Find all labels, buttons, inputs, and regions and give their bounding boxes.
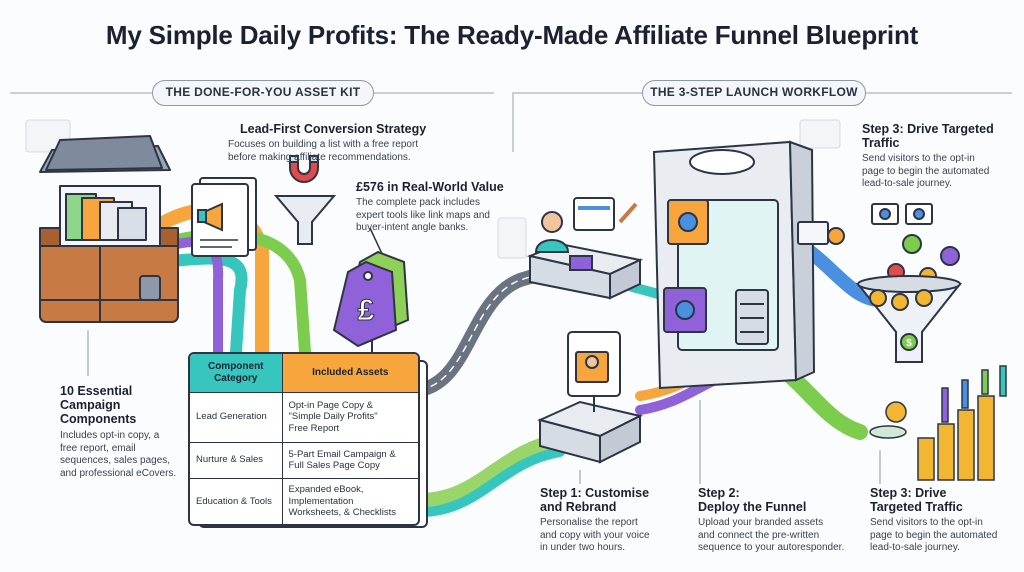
asset-line: Implementation (288, 495, 354, 507)
pound-symbol: £ (358, 294, 375, 327)
asset-line: 5-Part Email Campaign & (288, 448, 396, 460)
callout-step2-line: sequence to your autoresponder. (698, 542, 845, 553)
callout-value-line: buyer-intent angle banks. (356, 222, 469, 233)
megaphone-document-icon (191, 177, 257, 257)
callout-step2-line: Upload your branded assets (698, 517, 824, 528)
asset-line: Free Report (288, 422, 340, 434)
treasure-chest-icon (39, 135, 179, 323)
callout-strategy-title: Lead-First Conversion Strategy (240, 122, 427, 136)
callout-step1-line: Personalise the report (540, 517, 638, 528)
sales-funnel-icon: $ (855, 275, 963, 363)
table-header-assets: Included Assets (282, 354, 418, 392)
callout-step1-line: in under two hours. (540, 542, 626, 553)
callout-traffic-top-line: page to begin the automated (862, 165, 990, 177)
callout-traffic-top-line: Send visitors to the opt-in (862, 153, 975, 164)
callout-step3-title: Targeted Traffic (870, 500, 963, 514)
callout-value: £576 in Real-World Value The complete pa… (356, 180, 506, 235)
magnet-funnel-icon (273, 155, 337, 245)
callout-step1: Step 1: Customise and Rebrand Personalis… (540, 486, 680, 555)
asset-line: Opt-in Page Copy & (288, 399, 374, 411)
callout-components-line: sequences, sales pages, (60, 455, 171, 466)
callout-value-line: expert tools like link maps and (356, 209, 490, 221)
callout-step3-line: page to begin the automated (870, 529, 998, 541)
table-row: Lead Generation Opt-in Page Copy & "Simp… (190, 391, 418, 442)
coin-stacks-icon (869, 365, 1007, 481)
callout-strategy: Lead-First Conversion Strategy Focuses o… (228, 122, 458, 164)
callout-step1-title: Step 1: Customise (540, 486, 650, 500)
asset-line: "Simple Daily Profits" (288, 411, 378, 423)
table-cell-category: Nurture & Sales (190, 441, 283, 478)
callout-step3-line: Send visitors to the opt-in (870, 517, 983, 528)
callout-value-line: The complete pack includes (356, 197, 480, 208)
callout-components-line: and professional eCovers. (60, 467, 177, 479)
table-header-category: Component Category (190, 354, 283, 392)
table-cell-category: Education & Tools (190, 477, 283, 524)
callout-step1-title: and Rebrand (540, 500, 617, 514)
asset-line: Worksheets, & Checklists (288, 507, 397, 518)
callout-value-title: £576 in Real-World Value (356, 180, 504, 194)
table-cell-category: Lead Generation (190, 391, 283, 442)
page-title: My Simple Daily Profits: The Ready-Made … (105, 20, 919, 50)
callout-traffic-top-title: Step 3: Drive Targeted (862, 122, 994, 136)
section-vertical-rule (512, 92, 514, 152)
callout-components-line: Includes opt-in copy, a (60, 430, 160, 441)
section-pill-launch-workflow: THE 3-STEP LAUNCH WORKFLOW (642, 80, 866, 106)
callout-strategy-line: Focuses on building a list with a free r… (228, 139, 419, 150)
table-cell-assets: Opt-in Page Copy & "Simple Daily Profits… (282, 391, 418, 442)
callout-strategy-line: before making affiliate recommendations. (228, 151, 411, 163)
callout-step2-line: and connect the pre-written (698, 529, 820, 541)
callout-components: 10 Essential Campaign Components Include… (60, 384, 190, 480)
component-table: Component Category Included Assets Lead … (188, 352, 420, 526)
table-cell-assets: Expanded eBook, Implementation Worksheet… (282, 477, 418, 524)
asset-line: Full Sales Page Copy (288, 460, 380, 471)
callout-components-line: free report, email (60, 442, 136, 454)
callout-step3-title: Step 3: Drive (870, 486, 947, 500)
callout-leader-lines (87, 330, 881, 484)
monitor-station-icon (537, 331, 643, 464)
table-row: Education & Tools Expanded eBook, Implem… (190, 477, 418, 524)
callout-step3-line: lead-to-sale journey. (870, 542, 960, 553)
callout-step2-title: Step 2: (698, 486, 740, 500)
asset-line: Expanded eBook, (288, 484, 364, 495)
callout-components-title: Campaign (60, 398, 121, 412)
traffic-visitor-icons (827, 203, 960, 285)
callout-step2: Step 2: Deploy the Funnel Upload your br… (698, 486, 858, 555)
callout-components-title: Components (60, 412, 137, 426)
price-tag-icon: £ (332, 227, 410, 348)
callout-step3: Step 3: Drive Targeted Traffic Send visi… (870, 486, 1020, 555)
callout-traffic-top: Step 3: Drive Targeted Traffic Send visi… (862, 122, 1020, 191)
callout-step1-line: and copy with your voice (540, 529, 650, 541)
server-tower-icon (652, 140, 829, 390)
dollar-symbol: $ (906, 338, 912, 349)
callout-components-title: 10 Essential (60, 384, 133, 398)
callout-step2-title: Deploy the Funnel (698, 500, 807, 514)
table-row: Nurture & Sales 5-Part Email Campaign & … (190, 441, 418, 478)
section-pill-asset-kit: THE DONE-FOR-YOU ASSET KIT (152, 80, 374, 106)
table-cell-assets: 5-Part Email Campaign & Full Sales Page … (282, 441, 418, 478)
callout-traffic-top-line: lead-to-sale journey. (862, 178, 952, 189)
callout-traffic-top-title: Traffic (862, 136, 900, 150)
designer-station-icon (526, 197, 644, 300)
